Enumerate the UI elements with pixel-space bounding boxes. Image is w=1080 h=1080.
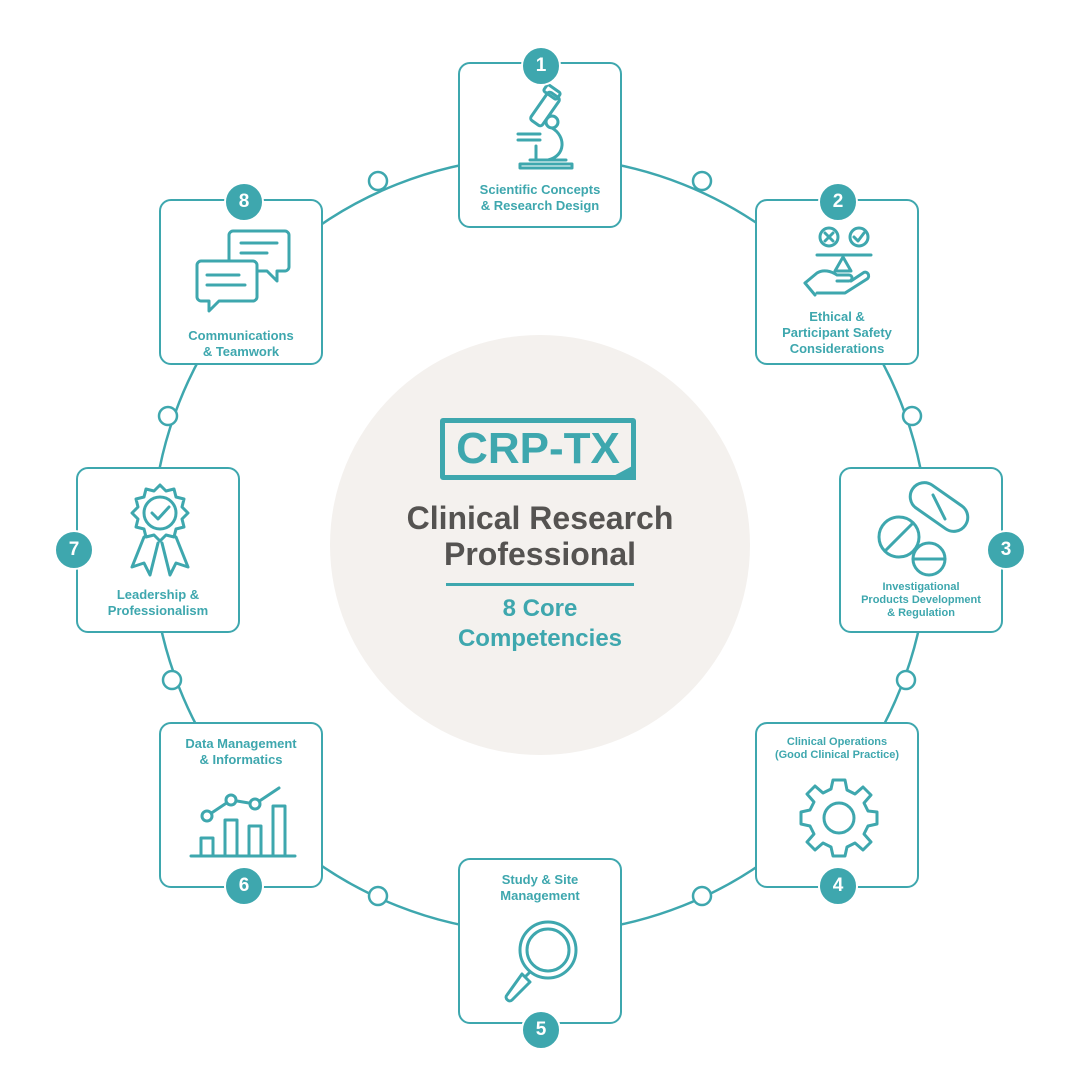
ring-node [691,885,713,907]
center-title-line: Professional [443,536,637,572]
ring-node [161,669,183,691]
label-line: (Good Clinical Practice) [774,749,900,761]
competency-number-badge-1: 1 [521,46,561,86]
crp-tx-logo: CRP-TX [440,418,636,480]
label-line: Products Development [861,594,981,606]
competency-label-3: Investigational Products Development & R… [847,581,995,620]
competency-card-6: Data Management & Informatics [159,722,323,888]
label-line: & Informatics [199,752,283,767]
label-line: & Teamwork [202,344,280,359]
center-disc [330,335,750,755]
label-line: Study & Site [501,872,579,887]
label-line: Clinical Operations [786,736,888,748]
ring-node [367,170,389,192]
ring-node [691,170,713,192]
label-line: Considerations [789,341,885,356]
center-title-line: Clinical Research [406,500,674,536]
ring-node [157,405,179,427]
competency-card-2: Ethical & Participant Safety Considerati… [755,199,919,365]
logo-text: CRP-TX [456,424,620,473]
competency-label-6: Data Management & Informatics [167,736,315,768]
label-line: Ethical & [809,309,865,324]
competency-number-badge-2: 2 [818,182,858,222]
label-line: Scientific Concepts [479,182,601,197]
microscope-icon [516,84,574,170]
competency-number-badge-8: 8 [224,182,264,222]
competency-card-7: Leadership & Professionalism [76,467,240,633]
label-line: Investigational [882,581,960,593]
competency-number-badge-7: 7 [54,530,94,570]
label-line: & Regulation [887,607,955,619]
competency-number-badge-3: 3 [986,530,1026,570]
label-line: & Research Design [480,198,600,213]
magnifier-icon [504,920,578,1003]
award-ribbon-icon [130,483,190,577]
competency-label-2: Ethical & Participant Safety Considerati… [763,309,911,357]
competency-label-8: Communications & Teamwork [167,328,315,360]
competency-label-4: Clinical Operations (Good Clinical Pract… [763,736,911,762]
pills-icon [877,481,970,577]
competency-card-5: Study & Site Management [458,858,622,1024]
competency-label-7: Leadership & Professionalism [84,587,232,619]
competency-label-5: Study & Site Management [466,872,614,904]
competency-number-badge-6: 6 [224,866,264,906]
ring-node [895,669,917,691]
competency-label-1: Scientific Concepts & Research Design [466,182,614,214]
label-line: Leadership & [116,587,200,602]
gear-icon [799,778,879,858]
label-line: Data Management [185,736,297,751]
competency-number-badge-4: 4 [818,866,858,906]
center-title: Clinical Research Professional [360,500,720,572]
center-subtitle: 8 Core Competencies [400,594,680,654]
label-line: Professionalism [107,603,209,618]
center-subtitle-line: 8 Core [502,595,578,622]
ring-node [367,885,389,907]
label-line: Participant Safety [782,325,892,340]
chat-bubbles-icon [195,229,291,313]
center-subtitle-line: Competencies [457,625,623,652]
ring-node [901,405,923,427]
competency-card-1: Scientific Concepts & Research Design [458,62,622,228]
ethics-hand-icon [803,226,873,297]
label-line: Management [500,888,580,903]
competency-card-8: Communications & Teamwork [159,199,323,365]
competency-card-4: Clinical Operations (Good Clinical Pract… [755,722,919,888]
label-line: Communications [188,328,294,343]
competency-card-3: Investigational Products Development & R… [839,467,1003,633]
chart-icon [189,786,297,858]
competency-number-badge-5: 5 [521,1010,561,1050]
center-divider [446,583,634,586]
